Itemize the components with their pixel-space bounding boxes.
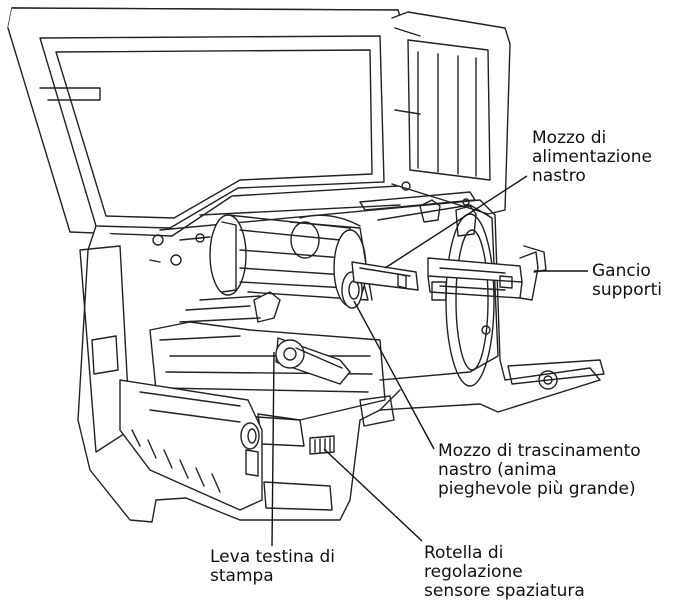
media-hanger-drawing bbox=[428, 246, 546, 300]
media-supply-plate bbox=[378, 200, 604, 389]
label-line: Mozzo di bbox=[532, 128, 607, 148]
label-line: nastro bbox=[532, 166, 586, 186]
label-line: Leva testina di bbox=[210, 547, 335, 567]
label-line: sensore spaziatura bbox=[424, 581, 585, 601]
label-line: regolazione bbox=[424, 562, 523, 582]
label-media-hanger: Gancio supporti bbox=[592, 262, 662, 300]
label-ribbon-supply-hub: Mozzo di alimentazione nastro bbox=[532, 129, 652, 186]
label-line: stampa bbox=[210, 566, 274, 586]
label-line: Gancio bbox=[592, 261, 651, 281]
printhead-lever-drawing bbox=[276, 338, 350, 384]
label-line: pieghevole più grande) bbox=[438, 479, 636, 499]
label-printhead-lever: Leva testina di stampa bbox=[210, 548, 335, 586]
sensor-wheel-drawing bbox=[264, 436, 334, 510]
label-line: alimentazione bbox=[532, 147, 653, 167]
front-door bbox=[120, 380, 262, 510]
open-lid bbox=[8, 8, 402, 250]
label-line: supporti bbox=[592, 280, 662, 300]
label-line: nastro (anima bbox=[438, 460, 557, 480]
label-sensor-wheel: Rotella di regolazione sensore spaziatur… bbox=[424, 544, 585, 601]
leader-lines bbox=[272, 176, 588, 546]
leader-ribbon-supply-hub bbox=[385, 176, 527, 268]
leader-ribbon-takeup-hub bbox=[354, 301, 434, 449]
side-cover bbox=[392, 12, 510, 214]
leader-printhead-lever bbox=[272, 352, 274, 546]
ribbon-rollers bbox=[210, 215, 372, 308]
leader-sensor-wheel bbox=[324, 449, 422, 541]
ribbon-supply-hub-drawing bbox=[352, 262, 418, 290]
label-line: Mozzo di trascinamento bbox=[438, 441, 641, 461]
label-ribbon-takeup-hub: Mozzo di trascinamento nastro (anima pie… bbox=[438, 442, 641, 499]
label-line: Rotella di bbox=[424, 543, 504, 563]
